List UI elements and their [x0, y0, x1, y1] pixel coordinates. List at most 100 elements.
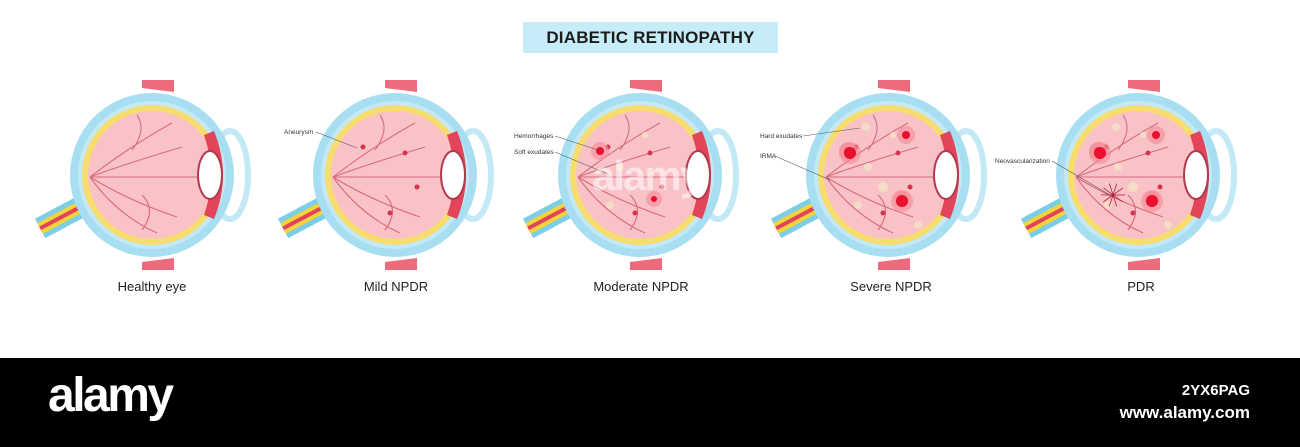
- label-irma: IRMA: [760, 153, 777, 160]
- new-vessel: [1112, 194, 1118, 207]
- vessel-branch: [89, 122, 173, 178]
- vessel-branch: [131, 114, 142, 151]
- neovascular-tuft: [1100, 183, 1125, 207]
- title-banner: DIABETIC RETINOPATHY: [523, 22, 778, 53]
- exudate: [606, 201, 614, 209]
- exudate: [864, 163, 872, 171]
- vessel-branch: [619, 114, 630, 151]
- microaneurysm: [1145, 150, 1151, 156]
- label-aneurysm: Aneurysm: [284, 129, 313, 136]
- vessel-branch: [1075, 122, 1159, 178]
- microaneurysm: [414, 184, 420, 190]
- label-hard-exudates: Hard exudates: [760, 133, 803, 140]
- vessel-branch: [332, 122, 416, 178]
- footer-bar: [0, 358, 1300, 447]
- vessel-branch: [577, 176, 666, 218]
- microaneurysm: [360, 144, 366, 150]
- eyelid-top: [630, 80, 662, 92]
- exudate: [616, 163, 624, 171]
- retinal-vessels: [825, 114, 933, 234]
- vessel-branch: [1075, 176, 1164, 218]
- eyelid-bottom: [1128, 258, 1160, 270]
- microaneurysm: [402, 150, 408, 156]
- eye-healthy: [34, 80, 251, 270]
- exudate: [1112, 123, 1120, 131]
- microaneurysm: [632, 210, 638, 216]
- vessel-branch: [89, 176, 178, 218]
- vessel-branch: [825, 146, 919, 178]
- caption-mild-npdr: Mild NPDR: [363, 279, 429, 294]
- microaneurysm: [1130, 210, 1136, 216]
- vessel-branch: [1075, 176, 1144, 234]
- eyelid-top: [878, 80, 910, 92]
- hemorrhage: [651, 196, 657, 202]
- vessel-branch: [374, 114, 385, 151]
- lens: [197, 150, 223, 200]
- new-vessel: [1108, 194, 1114, 207]
- eye-moderate: [522, 80, 739, 270]
- label-soft-exudates: Soft exudates: [514, 149, 554, 156]
- microaneurysm: [907, 184, 913, 190]
- caption-moderate-npdr: Moderate NPDR: [593, 279, 689, 294]
- vessel-branch: [89, 176, 158, 234]
- exudate: [890, 132, 896, 138]
- vessel-branch: [867, 114, 878, 151]
- microaneurysm: [1157, 184, 1163, 190]
- image-id: 2YX6PAG: [1181, 382, 1250, 399]
- watermark: alamy: [592, 152, 703, 199]
- microaneurysm: [895, 150, 901, 156]
- eyelid-top: [142, 80, 174, 92]
- hemorrhage: [902, 131, 910, 139]
- caption-healthy-eye: Healthy eye: [117, 279, 187, 294]
- optic-nerve-vessel: [1025, 200, 1076, 231]
- new-vessel: [1103, 194, 1114, 203]
- optic-nerve-vessel: [39, 200, 90, 231]
- microaneurysm: [387, 210, 393, 216]
- eyelid-top: [1128, 80, 1160, 92]
- vessel-branch: [332, 146, 426, 178]
- vessel-branch: [384, 194, 394, 231]
- vessel-branch: [89, 146, 183, 178]
- label-neovascularization-line: [1051, 160, 1111, 196]
- caption-severe-npdr: Severe NPDR: [850, 279, 932, 294]
- eyelid-bottom: [385, 258, 417, 270]
- fundus: [331, 111, 459, 239]
- vessel-branch: [1117, 114, 1128, 151]
- eyelid-bottom: [878, 258, 910, 270]
- caption-pdr: PDR: [1127, 279, 1155, 294]
- label-hard-exudates-line: [802, 127, 861, 137]
- vessel-branch: [1127, 194, 1137, 231]
- vessel-branch: [629, 194, 639, 231]
- lens: [440, 150, 466, 200]
- label-hemorrhages: Hemorrhages: [514, 133, 554, 140]
- vessel-branch: [332, 176, 401, 234]
- exudate: [642, 132, 648, 138]
- fundus: [1074, 111, 1202, 239]
- hemorrhage: [1146, 195, 1158, 207]
- vessel-branch: [577, 176, 646, 234]
- eye-mild: [277, 80, 494, 270]
- microaneurysm: [880, 210, 886, 216]
- new-vessel: [1103, 187, 1114, 196]
- microaneurysm: [647, 150, 653, 156]
- exudate: [1164, 221, 1172, 229]
- optic-nerve-vessel: [527, 200, 578, 231]
- exudate: [1114, 163, 1122, 171]
- retinal-vessels: [577, 114, 685, 234]
- new-vessel: [1112, 183, 1118, 196]
- diagram-title: DIABETIC RETINOPATHY: [546, 27, 755, 47]
- label-soft-exudates-line: [554, 151, 609, 175]
- vessel-branch: [577, 146, 671, 178]
- vessel-branch: [825, 176, 914, 218]
- lens: [1183, 150, 1209, 200]
- vessel-branch: [1075, 146, 1169, 178]
- new-vessel: [1112, 187, 1124, 196]
- hemorrhage: [844, 147, 856, 159]
- label-hemorrhages-line: [554, 135, 599, 151]
- vessel-branch: [332, 176, 421, 218]
- optic-nerve-vessel: [775, 200, 826, 231]
- eyelid-top: [385, 80, 417, 92]
